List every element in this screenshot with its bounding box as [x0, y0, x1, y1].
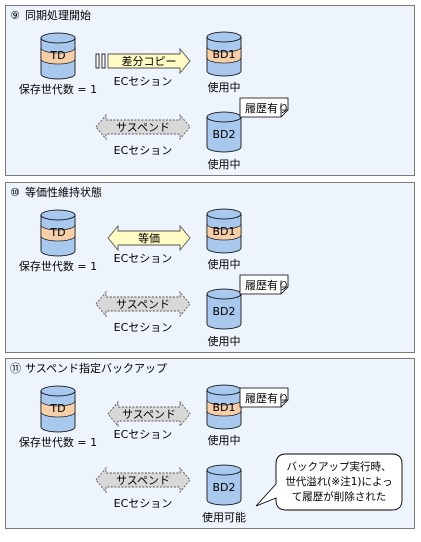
panel-title: 等価性維持状態	[25, 185, 102, 199]
td-disk: TD	[40, 32, 76, 80]
bd1-disk: BD1	[206, 208, 242, 254]
panel-number: ⑨	[10, 9, 20, 22]
callout-line-1: バックアップ実行時、	[287, 460, 392, 473]
panel-title: 同期処理開始	[25, 8, 91, 22]
arrow-lower: サスペンド	[95, 466, 191, 494]
ec-session-caption-lower: ECセション	[114, 497, 173, 510]
td-disk: TD	[40, 209, 76, 257]
disk-label: TD	[49, 226, 65, 239]
panel-title: サスペンド指定バックアップ	[25, 361, 167, 375]
bd2-disk: BD2	[206, 464, 242, 506]
disk-label: TD	[49, 402, 65, 415]
callout-line-3: て履歴が削除された	[292, 490, 387, 503]
note-label: 履歴有り	[245, 278, 289, 292]
panel-number: ⑩	[10, 186, 20, 199]
arrow-label: サスペンド	[116, 474, 170, 487]
td-caption: 保存世代数 = 1	[19, 82, 97, 96]
arrow-label: 等価	[138, 231, 160, 245]
disk-label: BD1	[212, 225, 235, 238]
ec-session-caption-upper: ECセション	[114, 75, 173, 88]
ec-session-caption-lower: ECセション	[114, 321, 173, 334]
note-label: 履歴有り	[245, 391, 289, 405]
bd1-caption: 使用中	[208, 434, 241, 447]
arrow-label: サスペンド	[116, 121, 170, 134]
td-disk: TD	[40, 385, 76, 433]
note-label: 履歴有り	[245, 101, 289, 115]
disk-label: BD1	[212, 401, 235, 414]
bd2-history-note: 履歴有り	[239, 274, 289, 295]
disk-label: TD	[49, 49, 65, 62]
bd2-disk: BD2	[206, 288, 242, 330]
disk-label: BD2	[212, 128, 235, 141]
arrow-upper: サスペンド	[107, 400, 191, 428]
arrow-lower: サスペンド	[95, 113, 191, 141]
bd2-caption: 使用可能	[202, 510, 246, 524]
arrow-lower: サスペンド	[95, 290, 191, 318]
arrow-label: 差分コピー	[122, 54, 177, 68]
bd1-disk: BD1	[206, 384, 242, 430]
callout-line-2: 世代溢れ(※注1)によっ	[285, 475, 392, 488]
panel-number: ⑪	[10, 362, 21, 375]
ec-session-caption-lower: ECセション	[114, 144, 173, 157]
arrow-label: サスペンド	[122, 408, 176, 421]
arrow-label: サスペンド	[116, 298, 170, 311]
disk-label: BD2	[212, 481, 235, 494]
ec-session-caption-upper: ECセション	[114, 252, 173, 265]
disk-label: BD2	[212, 305, 235, 318]
bd2-disk: BD2	[206, 111, 242, 153]
bd2-history-note: 履歴有り	[239, 97, 289, 118]
td-caption: 保存世代数 = 1	[19, 435, 97, 449]
bd1-disk: BD1	[206, 31, 242, 77]
bd2-caption: 使用中	[208, 158, 241, 171]
disk-label: BD1	[212, 48, 235, 61]
bd1-history-note: 履歴有り	[239, 387, 289, 408]
td-caption: 保存世代数 = 1	[19, 259, 97, 273]
arrow-upper: 差分コピー	[95, 47, 191, 75]
ec-session-caption-upper: ECセション	[114, 428, 173, 441]
bd1-caption: 使用中	[208, 81, 241, 94]
arrow-upper: 等価	[107, 224, 191, 252]
bd1-caption: 使用中	[208, 258, 241, 271]
bd2-caption: 使用中	[208, 335, 241, 348]
